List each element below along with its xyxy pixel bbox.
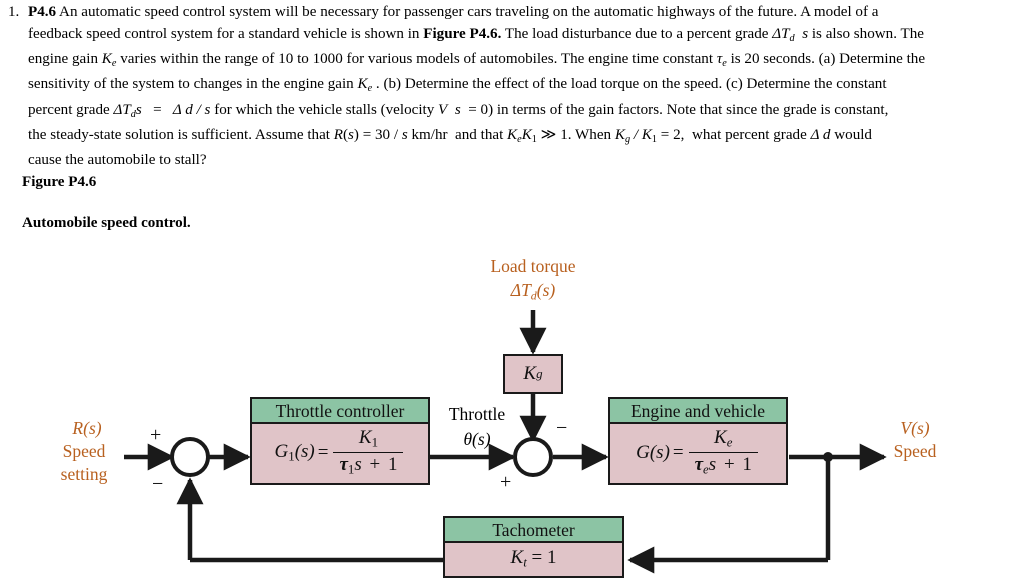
symbol-delta-td: ΔTd <box>772 25 795 44</box>
controller-denominator: τ1s + 1 <box>339 453 398 477</box>
block-tachometer: Tachometer Kt = 1 <box>443 516 624 578</box>
block-tachometer-body: Kt = 1 <box>445 543 622 575</box>
symbol-kg-k1: Kg / K1 <box>614 127 658 145</box>
problem-number: 1. <box>8 4 20 20</box>
summing-junction-1 <box>170 437 210 477</box>
output-label-speed: Speed <box>893 441 937 461</box>
block-tachometer-header: Tachometer <box>445 518 622 543</box>
load-torque-label: Load torque <box>490 256 576 276</box>
symbol-tau-e: τe <box>716 50 727 69</box>
problem-line-1: P4.6 An automatic speed control system w… <box>28 2 1018 24</box>
output-symbol: V(s) <box>900 418 930 438</box>
controller-numerator: K1 <box>333 427 404 453</box>
problem-line-7: cause the automobile to stall? <box>28 152 207 169</box>
symbol-delta-td-s: ΔTds <box>113 101 142 120</box>
summer1-minus-sign: − <box>152 473 164 495</box>
load-torque-symbol: ΔTd(s) <box>510 280 556 303</box>
throttle-symbol: θ(s) <box>463 429 491 449</box>
summer2-minus-sign: − <box>556 417 568 439</box>
problem-line-3: engine gain Ke varies within the range o… <box>28 50 926 69</box>
tachometer-equation: Kt = 1 <box>510 547 557 570</box>
summing-junction-2 <box>513 437 553 477</box>
problem-tag: P4.6 <box>28 4 57 20</box>
diagram-wires <box>124 310 887 574</box>
figure-ref: Figure P4.6. <box>423 25 502 42</box>
symbol-ke: Ke <box>101 50 117 69</box>
block-throttle-controller-header: Throttle controller <box>252 399 428 424</box>
input-label-speed: Speed <box>62 441 106 461</box>
block-engine-vehicle-header: Engine and vehicle <box>610 399 786 424</box>
summer2-plus-sign: + <box>500 471 512 493</box>
figure-caption: Automobile speed control. <box>22 215 191 231</box>
symbol-ke-2: Ke <box>357 76 373 95</box>
problem-line-1-text: An automatic speed control system will b… <box>59 4 879 20</box>
plant-numerator: Ke <box>688 427 758 453</box>
symbol-ke-k1: KeK1 <box>507 127 537 145</box>
throttle-label: Throttle <box>448 404 506 424</box>
plant-lhs: G(s) <box>636 442 670 464</box>
problem-line-4: sensitivity of the system to changes in … <box>28 76 887 95</box>
problem-line-2: feedback speed control system for a stan… <box>28 25 924 44</box>
controller-lhs: G1(s) <box>274 441 315 464</box>
input-label-setting: setting <box>60 464 108 484</box>
problem-statement: 1. P4.6 An automatic speed control syste… <box>8 2 1018 172</box>
figure-title: Figure P4.6 <box>22 174 97 190</box>
input-symbol: R(s) <box>72 418 102 438</box>
problem-body: P4.6 An automatic speed control system w… <box>28 2 1018 172</box>
problem-line-6: the steady-state solution is sufficient.… <box>28 127 872 145</box>
takeoff-junction-dot <box>823 452 833 462</box>
plant-denominator: τes + 1 <box>694 453 752 477</box>
problem-line-5: percent grade ΔTds = Δ d / s for which t… <box>28 101 889 120</box>
summer1-plus-sign: + <box>150 424 162 446</box>
